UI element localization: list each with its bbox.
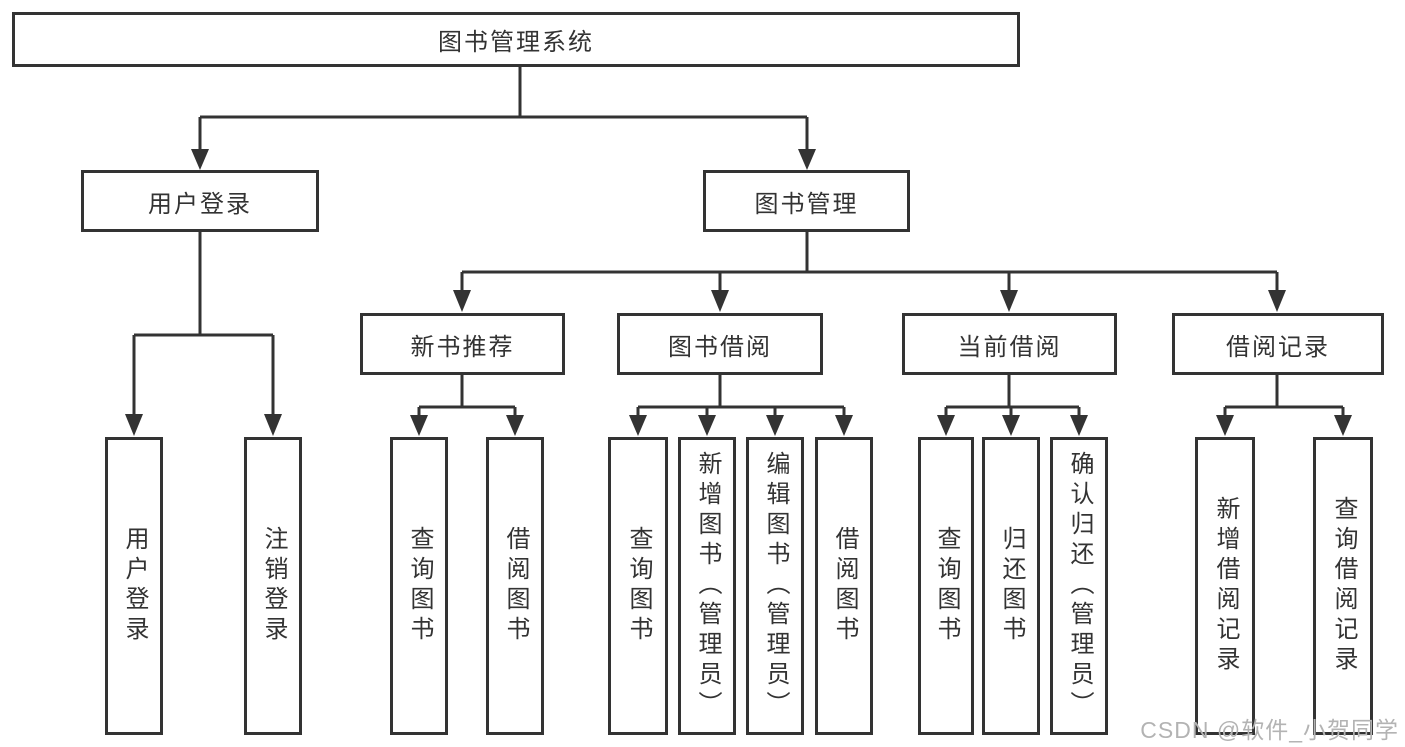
- leaf-query-books-recommend-label: 查询图书: [406, 526, 433, 646]
- node-root-label: 图书管理系统: [438, 29, 594, 56]
- node-root: 图书管理系统: [12, 12, 1020, 67]
- leaf-user-login-label: 用户登录: [121, 526, 148, 646]
- leaf-query-books-borrowing-label: 查询图书: [625, 526, 652, 646]
- leaf-query-books-current: 查询图书: [918, 437, 974, 735]
- leaf-query-books-recommend: 查询图书: [390, 437, 448, 735]
- node-borrowing-records-label: 借阅记录: [1226, 333, 1330, 361]
- leaf-query-borrow-record-label: 查询借阅记录: [1330, 496, 1357, 676]
- leaf-add-borrow-record-label: 新增借阅记录: [1212, 496, 1239, 676]
- leaf-add-book-admin: 新增图书（管理员）: [678, 437, 736, 735]
- leaf-query-books-borrowing: 查询图书: [608, 437, 668, 735]
- leaf-add-borrow-record: 新增借阅记录: [1195, 437, 1255, 735]
- leaf-confirm-return-admin: 确认归还（管理员）: [1050, 437, 1108, 735]
- leaf-logout-label: 注销登录: [260, 526, 287, 646]
- node-book-borrowing: 图书借阅: [617, 313, 823, 375]
- leaf-borrow-books-recommend-label: 借阅图书: [502, 526, 529, 646]
- node-book-management: 图书管理: [703, 170, 910, 232]
- leaf-return-books: 归还图书: [982, 437, 1040, 735]
- leaf-borrow-books-recommend: 借阅图书: [486, 437, 544, 735]
- leaf-edit-book-admin: 编辑图书（管理员）: [746, 437, 804, 735]
- leaf-borrow-books-borrowing-label: 借阅图书: [831, 526, 858, 646]
- watermark-text: CSDN @软件_小贺同学: [1140, 717, 1399, 743]
- node-current-borrowing: 当前借阅: [902, 313, 1117, 375]
- leaf-query-books-current-label: 查询图书: [933, 526, 960, 646]
- leaf-add-book-admin-label: 新增图书（管理员）: [694, 451, 721, 721]
- leaf-return-books-label: 归还图书: [998, 526, 1025, 646]
- node-book-management-label: 图书管理: [754, 190, 859, 218]
- node-new-book-recommend-label: 新书推荐: [410, 333, 515, 361]
- leaf-confirm-return-admin-label: 确认归还（管理员）: [1066, 451, 1093, 721]
- leaf-logout: 注销登录: [244, 437, 302, 735]
- leaf-edit-book-admin-label: 编辑图书（管理员）: [762, 451, 789, 721]
- node-current-borrowing-label: 当前借阅: [957, 333, 1062, 361]
- leaf-query-borrow-record: 查询借阅记录: [1313, 437, 1373, 735]
- node-new-book-recommend: 新书推荐: [360, 313, 565, 375]
- leaf-user-login: 用户登录: [105, 437, 163, 735]
- node-borrowing-records: 借阅记录: [1172, 313, 1384, 375]
- node-user-login-group: 用户登录: [81, 170, 319, 232]
- leaf-borrow-books-borrowing: 借阅图书: [815, 437, 873, 735]
- node-book-borrowing-label: 图书借阅: [668, 333, 772, 361]
- node-user-login-group-label: 用户登录: [148, 190, 252, 218]
